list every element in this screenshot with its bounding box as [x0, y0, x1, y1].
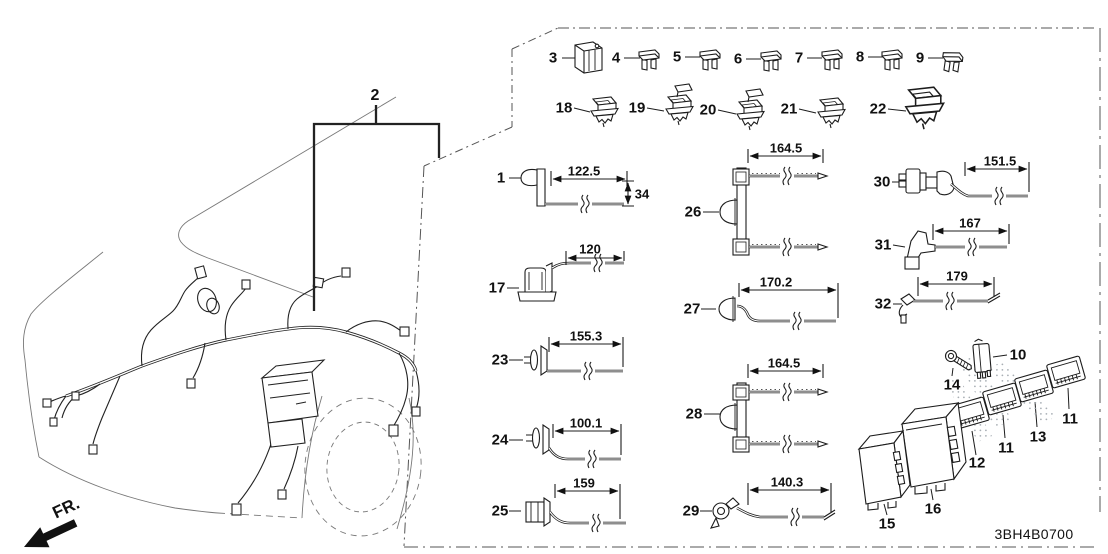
- callout-8: 8: [855, 48, 865, 66]
- part-23-art: [524, 337, 624, 381]
- part-30-art: [898, 162, 1030, 206]
- callout-4: 4: [611, 49, 621, 67]
- callout-19: 19: [628, 99, 646, 117]
- callout-17: 17: [488, 279, 506, 297]
- part-28-art: [719, 364, 829, 454]
- fuse-7-art: [821, 49, 843, 71]
- callout-7: 7: [794, 49, 804, 67]
- bracket-13-art: [1013, 369, 1055, 403]
- callout-5: 5: [672, 48, 682, 66]
- module-15-art: [857, 429, 911, 511]
- callout-14: 14: [943, 376, 961, 394]
- callout-20: 20: [699, 101, 717, 119]
- callout-9: 9: [915, 49, 925, 67]
- dim-1-length: 122.5: [567, 163, 601, 179]
- dim-28-length: 164.5: [767, 355, 801, 371]
- callout-21: 21: [780, 100, 798, 118]
- callout-32: 32: [874, 295, 892, 313]
- callout-11-right: 11: [1062, 410, 1078, 428]
- callout-22: 22: [869, 100, 887, 118]
- fuse-6-art: [760, 50, 782, 72]
- callout-2: 2: [370, 87, 380, 104]
- fuse-9-art: [940, 50, 964, 74]
- callout-11-mid: 11: [998, 439, 1014, 457]
- callout-12: 12: [968, 454, 986, 472]
- callout-30: 30: [873, 173, 891, 191]
- part-32-art: [898, 277, 1001, 324]
- callout-6: 6: [733, 50, 743, 68]
- car-outline: [23, 96, 422, 537]
- dim-23-length: 155.3: [569, 328, 603, 344]
- fuse-4-art: [638, 49, 660, 71]
- part-26-art: [719, 149, 829, 257]
- clip-21-art: [817, 97, 846, 129]
- part-25-art: [525, 484, 626, 533]
- dim-27-length: 170.2: [759, 274, 793, 290]
- frame-borders: [403, 27, 1101, 548]
- dim-1-height: 34: [634, 186, 650, 202]
- dim-24-length: 100.1: [569, 415, 603, 431]
- fuse-8-art: [881, 49, 903, 71]
- assembly-2-bracket: [312, 105, 441, 311]
- dim-29-length: 140.3: [770, 474, 804, 490]
- callout-28: 28: [685, 405, 703, 423]
- callout-3: 3: [548, 49, 558, 67]
- clip-22-art: [905, 86, 945, 130]
- part-27-art: [718, 283, 839, 331]
- dim-25-length: 159: [573, 475, 595, 491]
- dim-32-length: 179: [946, 268, 968, 284]
- wire-harness-art: [42, 265, 421, 516]
- clip-19-art: [665, 83, 694, 126]
- part-1-art: [520, 168, 634, 214]
- callout-23: 23: [491, 351, 509, 369]
- callout-10: 10: [1009, 346, 1027, 364]
- fuse-3-art: [574, 41, 603, 74]
- callout-29: 29: [682, 502, 700, 520]
- dim-26-length: 164.5: [769, 140, 803, 156]
- clip-18-art: [590, 96, 619, 128]
- callout-16: 16: [924, 500, 942, 518]
- callout-1: 1: [496, 169, 506, 187]
- fuse-5-art: [699, 49, 721, 71]
- relay-10-art: [972, 338, 992, 380]
- dim-30-length: 151.5: [983, 153, 1017, 169]
- callout-26: 26: [684, 203, 702, 221]
- callout-24: 24: [491, 431, 509, 449]
- callout-18: 18: [555, 99, 573, 117]
- part-31-art: [904, 224, 1010, 270]
- part-17-art: [517, 251, 625, 302]
- callout-13: 13: [1029, 428, 1047, 446]
- part-24-art: [526, 423, 622, 469]
- dim-31-length: 167: [959, 215, 981, 231]
- callout-25: 25: [491, 502, 509, 520]
- dim-17-length: 120: [579, 241, 601, 257]
- clip-20-art: [736, 88, 765, 131]
- callout-15: 15: [878, 515, 896, 533]
- module-16-art: [900, 401, 967, 495]
- screw-14-art: [944, 349, 972, 371]
- drawing-code: 3BH4B0700: [994, 526, 1074, 542]
- leader-lines: [507, 56, 1070, 516]
- part-29-art: [709, 483, 836, 529]
- connector-11-right-art: [1045, 355, 1087, 389]
- front-direction-arrow: [24, 519, 78, 548]
- callout-27: 27: [683, 300, 701, 318]
- callout-31: 31: [874, 236, 892, 254]
